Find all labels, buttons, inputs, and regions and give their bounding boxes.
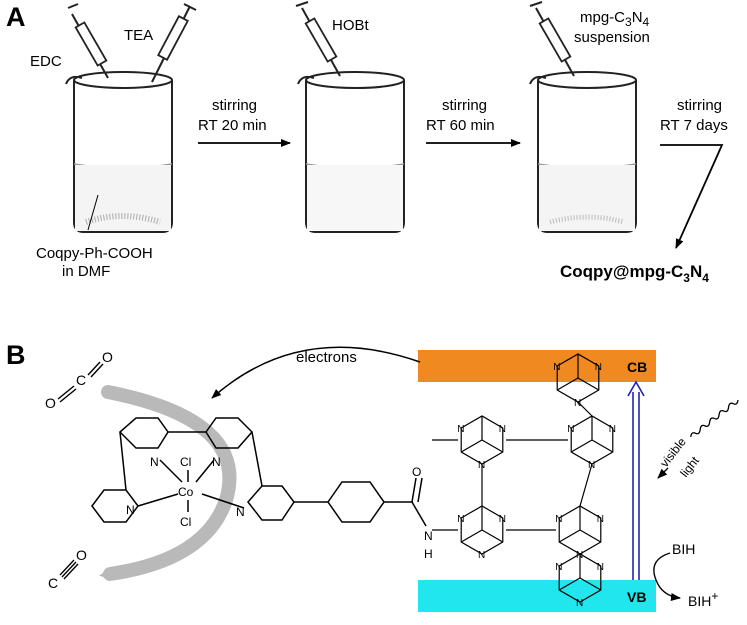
cl-top: Cl xyxy=(180,455,191,469)
heptazine-unit xyxy=(558,553,602,603)
heptazine-bond xyxy=(558,529,581,543)
heptazine-n-atom: N xyxy=(553,362,560,373)
heptazine-bond xyxy=(591,439,614,453)
cl-bottom: Cl xyxy=(180,515,191,529)
heptazine-n-atom: N xyxy=(478,550,485,561)
beaker-3 xyxy=(529,71,637,233)
step-2-line2: RT 60 min xyxy=(426,117,495,134)
syringe-mpg xyxy=(529,1,575,77)
heptazine-n-atom: N xyxy=(567,424,574,435)
syringe-edc xyxy=(67,3,109,79)
step-3-line1: stirring xyxy=(677,97,722,114)
heptazine-bond xyxy=(460,529,483,543)
heptazine-n-atom: N xyxy=(457,424,464,435)
vb-label: VB xyxy=(627,589,646,605)
beaker-1 xyxy=(65,71,173,233)
heptazine-bond xyxy=(481,439,504,453)
donor-ox-label: BIH+ xyxy=(688,589,718,609)
cb-label: CB xyxy=(627,359,647,375)
conduction-band xyxy=(418,350,656,382)
electrons-label: electrons xyxy=(296,349,357,366)
start-material-line2: in DMF xyxy=(62,263,110,280)
co-molecule: C O xyxy=(48,547,87,591)
step-3-line2: RT 7 days xyxy=(660,117,728,134)
svg-text:O: O xyxy=(45,395,56,411)
n-upper-left: N xyxy=(150,455,159,469)
co-quaterpyridine-complex xyxy=(91,417,427,527)
n-lower-right: N xyxy=(236,505,245,519)
heptazine-n-atom: N xyxy=(499,424,506,435)
reagent-mpg: mpg-C3N4 xyxy=(580,9,650,29)
syringe-hobt xyxy=(295,1,341,77)
syringe-tea xyxy=(151,3,197,83)
heptazine-bond xyxy=(570,439,593,453)
network-linker-bond xyxy=(579,463,593,507)
heptazine-n-atom: N xyxy=(597,562,604,573)
heptazine-bond xyxy=(556,377,579,391)
start-material-line1: Coqpy-Ph-COOH xyxy=(36,245,153,262)
reduction-arrow xyxy=(99,385,237,581)
excitation-arrow xyxy=(627,380,645,580)
electrons-arrow xyxy=(211,346,421,399)
amide-h: H xyxy=(424,547,433,561)
donor-arrow xyxy=(653,552,681,601)
heptazine-bond xyxy=(579,577,602,591)
light-label: light xyxy=(677,453,702,479)
reagent-hobt: HOBt xyxy=(332,17,370,34)
svg-text:C: C xyxy=(76,372,86,388)
step-1-line2: RT 20 min xyxy=(198,117,267,134)
svg-text:O: O xyxy=(102,349,113,365)
product-label: Coqpy@mpg-C3N4 xyxy=(560,262,709,285)
co-center: Co xyxy=(178,485,194,499)
amide-o: O xyxy=(412,465,421,479)
heptazine-n-atom: N xyxy=(609,424,616,435)
heptazine-bond xyxy=(579,529,602,543)
svg-text:C: C xyxy=(48,575,58,591)
heptazine-n-atom: N xyxy=(555,514,562,525)
heptazine-n-atom: N xyxy=(574,398,581,409)
heptazine-bond xyxy=(460,439,483,453)
reagent-mpg-line2: suspension xyxy=(574,29,650,46)
co2-molecule: O C O xyxy=(45,349,113,411)
heptazine-n-atom: N xyxy=(499,514,506,525)
reaction-arrow-3 xyxy=(660,144,724,249)
light-wave xyxy=(690,399,739,438)
heptazine-bond xyxy=(481,529,504,543)
heptazine-n-atom: N xyxy=(597,514,604,525)
heptazine-unit xyxy=(460,505,504,555)
heptazine-n-atom: N xyxy=(457,514,464,525)
heptazine-bond xyxy=(558,577,581,591)
step-2-line1: stirring xyxy=(442,97,487,114)
reagent-tea: TEA xyxy=(124,27,153,44)
reagent-edc: EDC xyxy=(30,53,62,70)
step-1-line1: stirring xyxy=(212,97,257,114)
panel-b-label: B xyxy=(6,340,26,370)
n-lower-left: N xyxy=(126,503,135,517)
heptazine-n-atom: N xyxy=(555,562,562,573)
amide-n: N xyxy=(424,529,433,543)
heptazine-bond xyxy=(577,377,600,391)
beaker-2 xyxy=(297,71,405,233)
heptazine-n-atom: N xyxy=(595,362,602,373)
network-linker-bond xyxy=(577,401,593,417)
svg-text:O: O xyxy=(76,547,87,563)
n-upper-right: N xyxy=(212,455,221,469)
donor-label: BIH xyxy=(672,541,695,557)
panel-a-label: A xyxy=(6,2,26,32)
heptazine-n-atom: N xyxy=(576,598,583,609)
valence-band xyxy=(418,580,656,612)
